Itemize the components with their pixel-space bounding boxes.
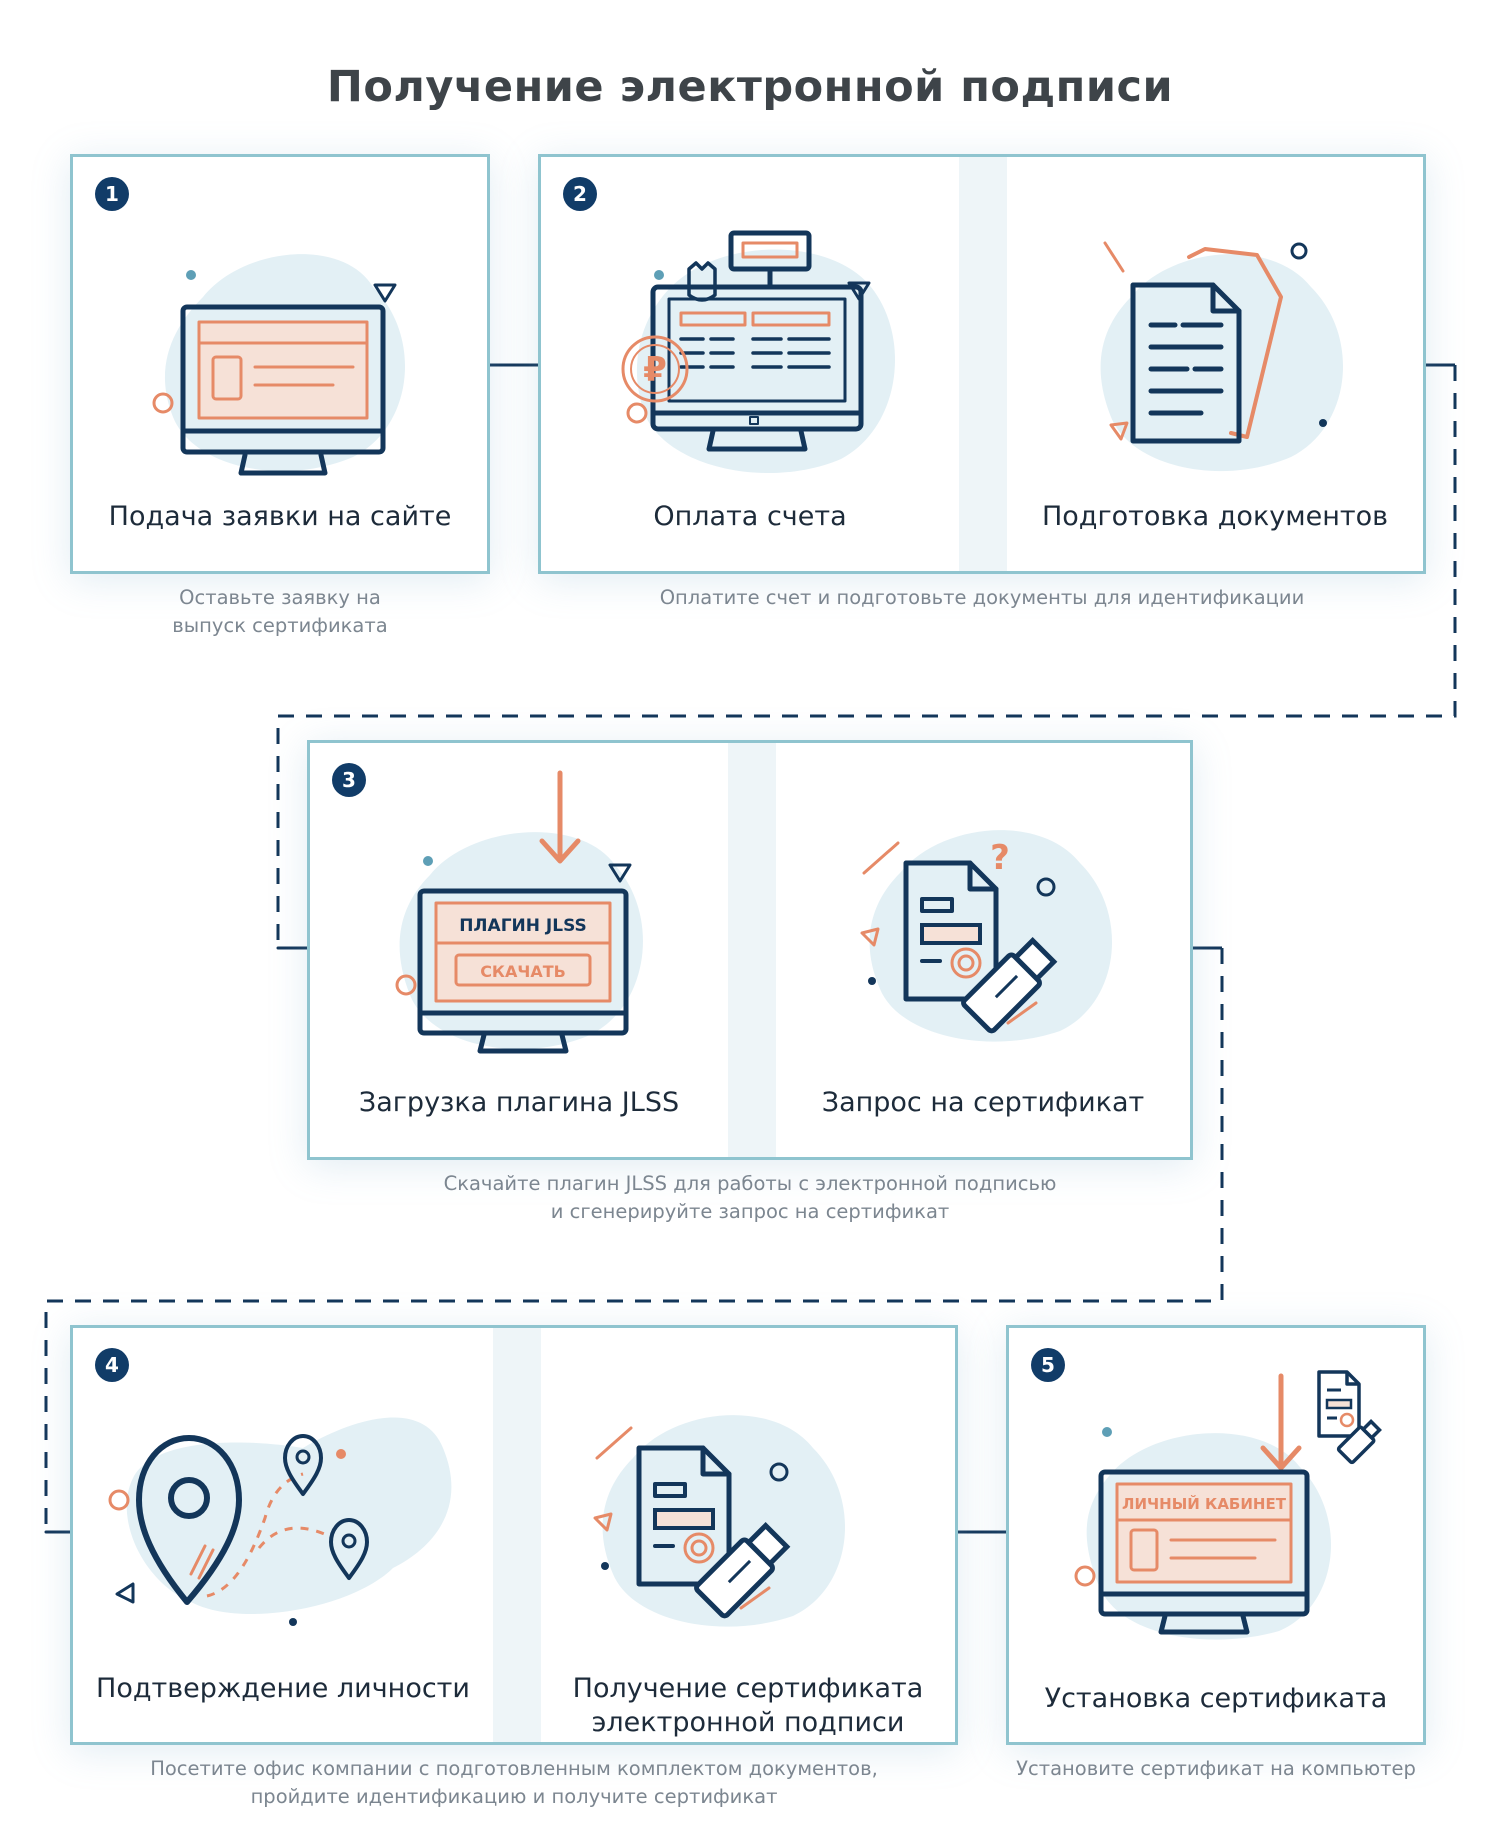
- step2-caption: Оплатите счет и подготовьте документы дл…: [538, 584, 1426, 612]
- step4-caption: Посетите офис компании с подготовленным …: [70, 1755, 958, 1811]
- step1-panel: 1 Подача заявки на сайте: [70, 154, 490, 574]
- plugin-download-icon: ПЛАГИН JLSS СКАЧАТЬ: [395, 770, 643, 1054]
- step1-badge: 1: [95, 177, 129, 211]
- download-arrow-icon: [539, 770, 581, 864]
- step4-badge: 4: [95, 1348, 129, 1382]
- certificate-usb-icon: [593, 1415, 846, 1627]
- step3-caption-line: Скачайте плагин JLSS для работы с электр…: [443, 1172, 1057, 1195]
- step2-caption-line: Оплатите счет и подготовьте документы дл…: [659, 586, 1305, 609]
- download-arrow-icon: [1260, 1373, 1302, 1471]
- step5-caption: Установите сертификат на компьютер: [1006, 1755, 1426, 1783]
- step2-panel: 2 ₽: [538, 154, 1426, 574]
- mini-certificate-icon: [1317, 1370, 1382, 1465]
- step5-badge: 5: [1031, 1348, 1065, 1382]
- step4-receive-label-line: Получение сертификата: [572, 1673, 924, 1704]
- step4-identity-label: Подтверждение личности: [96, 1673, 470, 1704]
- step3-panel: 3 ПЛАГИН JLSS СКАЧАТЬ ?: [307, 740, 1193, 1160]
- step1-caption-line: выпуск сертификата: [172, 614, 388, 637]
- plugin-screen-title: ПЛАГИН JLSS: [459, 916, 587, 936]
- cash-register-icon: ₽: [621, 230, 895, 474]
- document-icon: [1100, 241, 1344, 472]
- ruble-icon: ₽: [643, 350, 667, 390]
- certificate-usb-icon: ?: [860, 830, 1113, 1042]
- plugin-download-button: СКАЧАТЬ: [480, 962, 566, 981]
- step4-caption-line: пройдите идентификацию и получите сертиф…: [250, 1785, 778, 1808]
- step3-plugin-label: Загрузка плагина JLSS: [358, 1087, 680, 1118]
- step2-documents-label: Подготовка документов: [1041, 501, 1389, 532]
- step3-caption-line: и сгенерируйте запрос на сертификат: [550, 1200, 950, 1223]
- step2-divider: [959, 157, 1007, 571]
- monitor-icon: [152, 254, 406, 476]
- step5-panel: 5 ЛИЧНЫЙ КАБИНЕТ Уст: [1006, 1325, 1426, 1745]
- step3-divider: [728, 743, 776, 1157]
- step1-caption-line: Оставьте заявку на: [179, 586, 381, 609]
- install-certificate-icon: ЛИЧНЫЙ КАБИНЕТ: [1074, 1370, 1382, 1640]
- question-mark-icon: ?: [990, 838, 1010, 878]
- step2-payment-label: Оплата счета: [653, 501, 847, 532]
- step3-caption: Скачайте плагин JLSS для работы с электр…: [307, 1170, 1193, 1226]
- step4-receive-label-line: электронной подписи: [591, 1707, 905, 1738]
- step3-request-label: Запрос на сертификат: [821, 1087, 1145, 1118]
- step5-caption-line: Установите сертификат на компьютер: [1016, 1757, 1416, 1780]
- location-map-icon: [108, 1417, 452, 1626]
- step4-caption-line: Посетите офис компании с подготовленным …: [150, 1757, 878, 1780]
- step4-receive-label: Получение сертификата электронной подпис…: [541, 1672, 955, 1740]
- step4-panel: 4 Подтвержде: [70, 1325, 958, 1745]
- step4-divider: [493, 1328, 541, 1742]
- page-title: Получение электронной подписи: [326, 62, 1174, 112]
- step2-badge: 2: [563, 177, 597, 211]
- step1-caption: Оставьте заявку на выпуск сертификата: [70, 584, 490, 640]
- step5-label: Установка сертификата: [1044, 1683, 1388, 1714]
- step1-label: Подача заявки на сайте: [108, 501, 452, 532]
- cabinet-screen-title: ЛИЧНЫЙ КАБИНЕТ: [1122, 1494, 1287, 1513]
- step3-badge: 3: [332, 763, 366, 797]
